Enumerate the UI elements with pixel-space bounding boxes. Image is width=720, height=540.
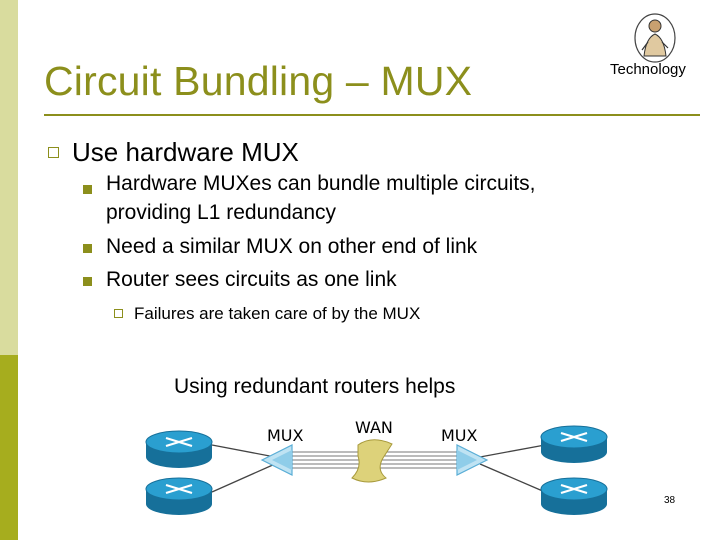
level1-text: Use hardware MUX xyxy=(72,137,299,167)
right-mux-icon xyxy=(456,444,489,476)
level2-item: Router sees circuits as one link xyxy=(106,268,397,291)
level3-bullet-icon xyxy=(114,309,123,318)
level2-bullet-icon xyxy=(83,185,92,194)
sidebar-bottom-band xyxy=(0,355,18,540)
left-mux-label: MUX xyxy=(267,426,304,445)
router-icon xyxy=(145,477,213,515)
level2-item-continued: providing L1 redundancy xyxy=(106,201,336,224)
page-number: 38 xyxy=(664,495,676,506)
logo-text: Technology xyxy=(610,61,686,78)
left-mux-icon xyxy=(260,444,293,476)
wan-cloud-icon xyxy=(351,439,393,483)
diagram-caption: Using redundant routers helps xyxy=(174,375,456,398)
level1-bullet-icon xyxy=(48,147,59,158)
slide-sidebar xyxy=(0,0,18,540)
right-mux-label: MUX xyxy=(441,426,478,445)
slide-title: Circuit Bundling – MUX xyxy=(44,58,473,104)
wan-label: WAN xyxy=(355,418,393,437)
router-icon xyxy=(540,425,608,463)
router-icon xyxy=(145,430,213,468)
level3-text: Failures are taken care of by the MUX xyxy=(134,304,421,323)
level2-item: Need a similar MUX on other end of link xyxy=(106,235,478,258)
title-underline xyxy=(44,114,700,116)
router-icon xyxy=(540,477,608,515)
sidebar-top-band xyxy=(0,0,18,355)
level2-item: Hardware MUXes can bundle multiple circu… xyxy=(106,172,536,195)
logo-icon xyxy=(634,13,676,63)
level2-bullet-icon xyxy=(83,277,92,286)
level2-bullet-icon xyxy=(83,244,92,253)
